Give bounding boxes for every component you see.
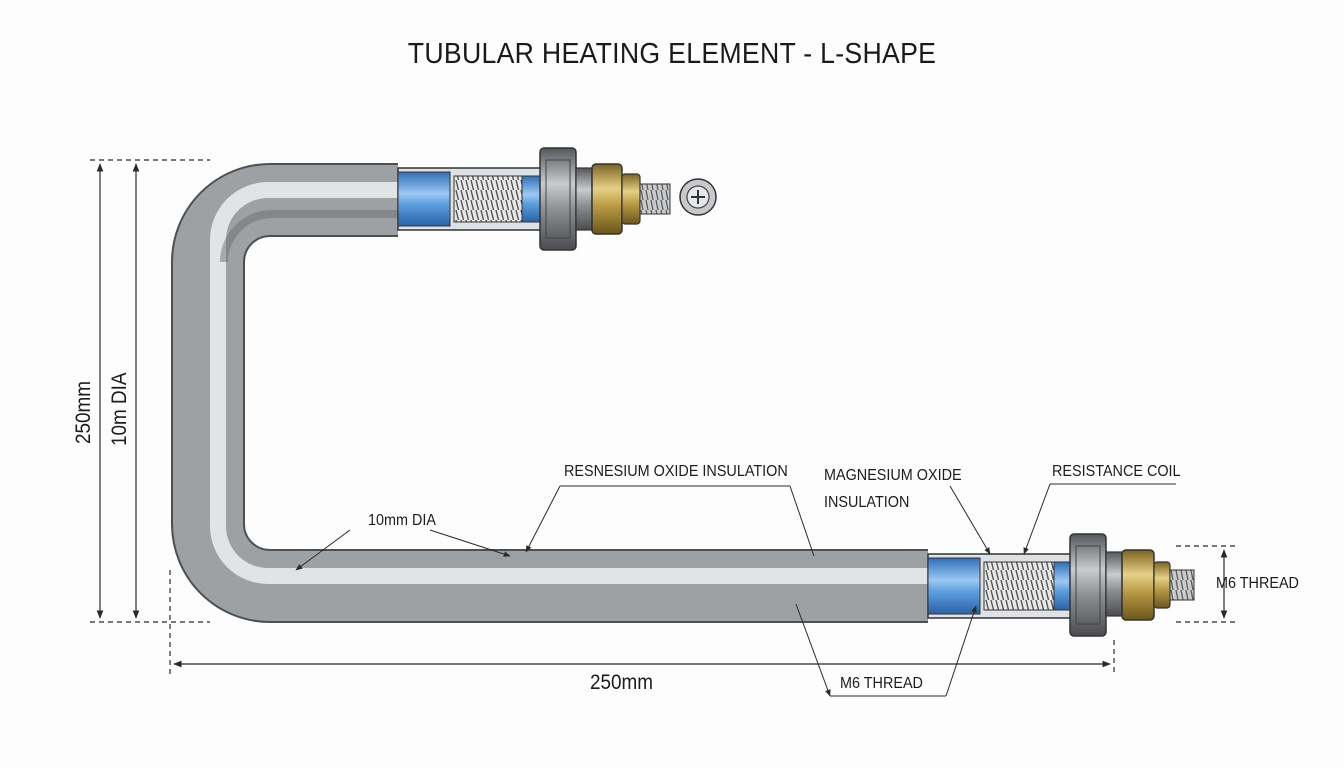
dimension-lines [90,159,1236,676]
top-terminal-assembly [397,147,671,251]
terminal-screw-icon [679,178,717,216]
resistance-coil-label: RESISTANCE COIL [1052,463,1181,480]
vertical-diameter-label: 10m DIA [108,372,131,446]
bottom-dimension-label: 250mm [590,671,654,694]
tube-body [171,163,928,623]
bottom-terminal-assembly [927,533,1195,637]
magnesium-oxide-label-line1: MAGNESIUM OXIDE [824,467,962,484]
insulation-top-label: RESNESIUM OXIDE INSULATION [564,463,788,480]
tube-diameter-label: 10mm DIA [368,512,437,529]
diagram-title: TUBULAR HEATING ELEMENT - L-SHAPE [407,38,937,70]
m6-thread-right-label: M6 THREAD [1216,575,1299,592]
magnesium-oxide-label-line2: INSULATION [824,494,910,511]
leader-lines [295,483,1176,697]
height-dimension-label: 250mm [72,380,95,444]
m6-thread-bottom-label: M6 THREAD [840,675,923,692]
